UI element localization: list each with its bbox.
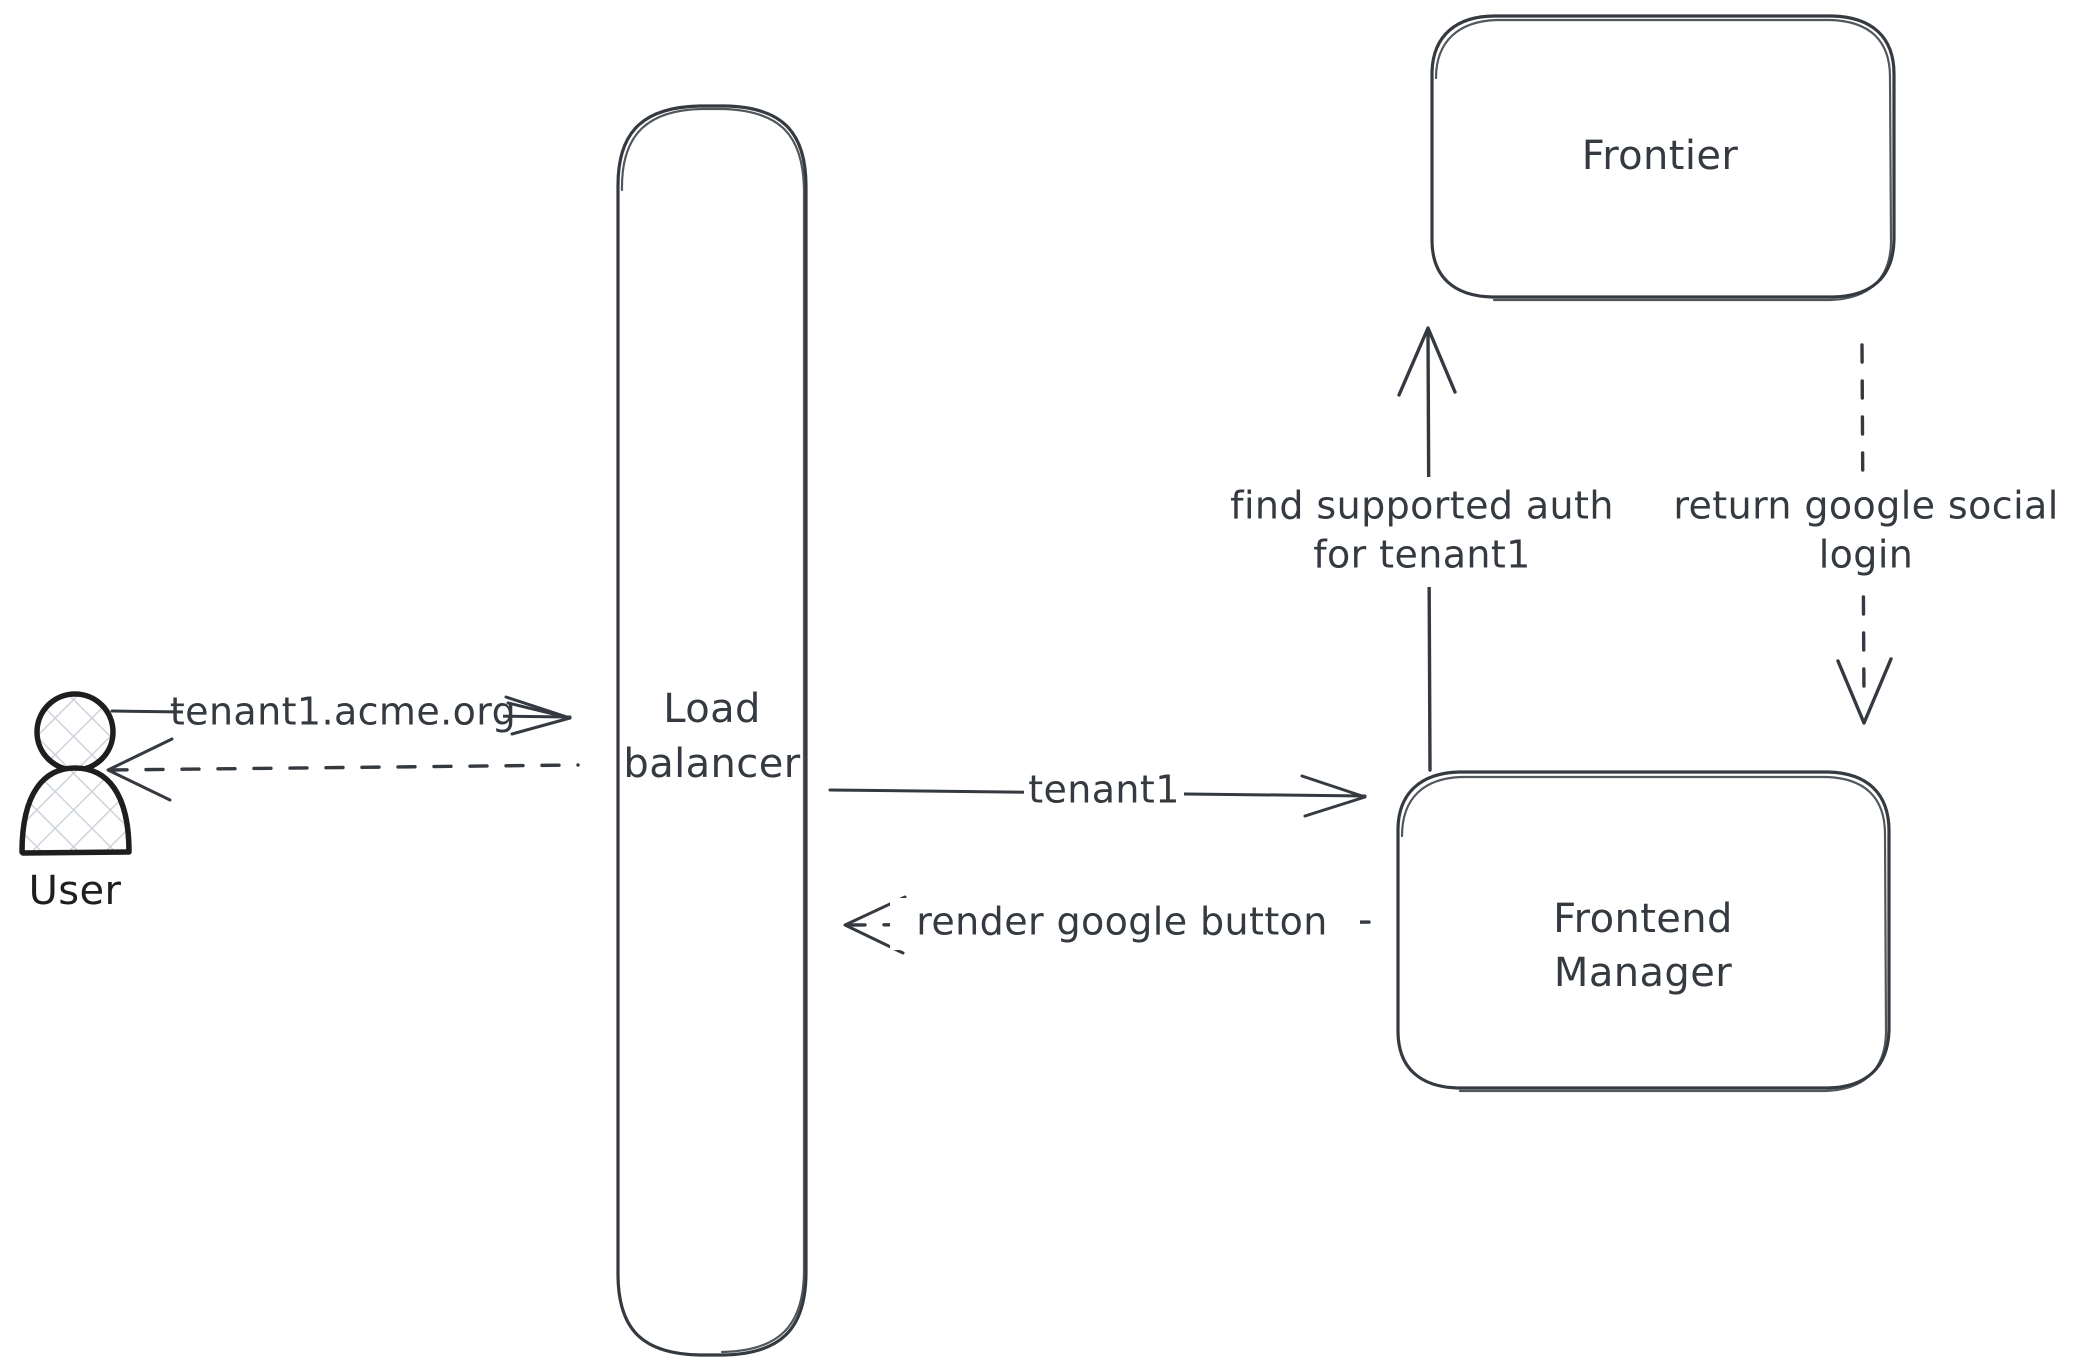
- frontend-manager-outline: [1396, 770, 1891, 1090]
- edge-frontier-to-fm-label-bg: [1658, 477, 2078, 587]
- frontier-outline: [1430, 14, 1896, 299]
- edge-frontier-to-fm-label-line1: return google social: [1673, 484, 2058, 528]
- user-head-fill: [37, 694, 113, 770]
- user-label: User: [29, 868, 122, 914]
- edge-fm-to-frontier-arrowhead: [1397, 326, 1457, 397]
- edge-fm-to-lb-arrowhead: [843, 895, 907, 955]
- edge-user-to-lb-label-bg: [183, 688, 503, 740]
- edge-user-to-lb-arrowhead-2: [504, 695, 572, 720]
- edge-frontier-to-fm-label-line2: login: [1819, 533, 1914, 577]
- edge-frontier-to-fm-arrowhead: [1836, 657, 1893, 725]
- edge-fm-to-frontier-label-line1: find supported auth: [1230, 484, 1614, 528]
- edge-lb-to-user-arrowhead: [106, 737, 174, 802]
- edge-lb-to-fm-label: tenant1: [1028, 768, 1180, 812]
- edge-lb-to-fm-label-bg: [1024, 767, 1184, 817]
- load-balancer-label-line1: Load: [663, 686, 761, 732]
- edge-fm-to-frontier-label-line2: for tenant1: [1313, 533, 1531, 577]
- edge-fm-to-lb-label-bg: [890, 898, 1360, 950]
- frontend-manager-outline-sketch: [1400, 775, 1888, 1093]
- frontier-label: Frontier: [1582, 133, 1739, 179]
- node-frontend-manager[interactable]: Frontend Manager: [1396, 770, 1891, 1093]
- frontend-manager-label-line1: Frontend: [1553, 896, 1733, 942]
- edge-load-balancer-to-user[interactable]: [106, 737, 580, 802]
- edge-frontier-to-frontend-manager[interactable]: return google social login: [1658, 343, 2078, 725]
- edge-fm-to-lb-label: render google button: [916, 900, 1328, 944]
- edge-frontend-manager-to-load-balancer[interactable]: render google button: [843, 895, 1384, 955]
- load-balancer-outline: [616, 104, 808, 1357]
- edge-user-to-load-balancer[interactable]: tenant1.acme.org: [110, 688, 572, 740]
- edge-load-balancer-to-frontend-manager[interactable]: tenant1: [828, 767, 1367, 818]
- user-body-fill: [22, 768, 129, 852]
- edge-lb-to-fm-arrowhead: [1300, 774, 1367, 818]
- load-balancer-label-line2: balancer: [623, 741, 800, 787]
- node-user[interactable]: User: [19, 691, 132, 914]
- node-load-balancer[interactable]: Load balancer: [616, 104, 808, 1357]
- edge-user-to-lb-label: tenant1.acme.org: [170, 690, 516, 734]
- load-balancer-outline-sketch: [620, 107, 806, 1354]
- frontend-manager-label-line2: Manager: [1554, 950, 1732, 996]
- edge-frontend-manager-to-frontier[interactable]: find supported auth for tenant1: [1212, 326, 1632, 772]
- node-frontier[interactable]: Frontier: [1430, 14, 1896, 302]
- edge-lb-to-user-line: [108, 763, 580, 772]
- frontier-outline-sketch: [1434, 18, 1893, 302]
- edge-fm-to-frontier-label-bg: [1212, 477, 1632, 587]
- user-body-outline: [19, 765, 132, 856]
- edge-frontier-to-fm-line: [1860, 343, 1866, 702]
